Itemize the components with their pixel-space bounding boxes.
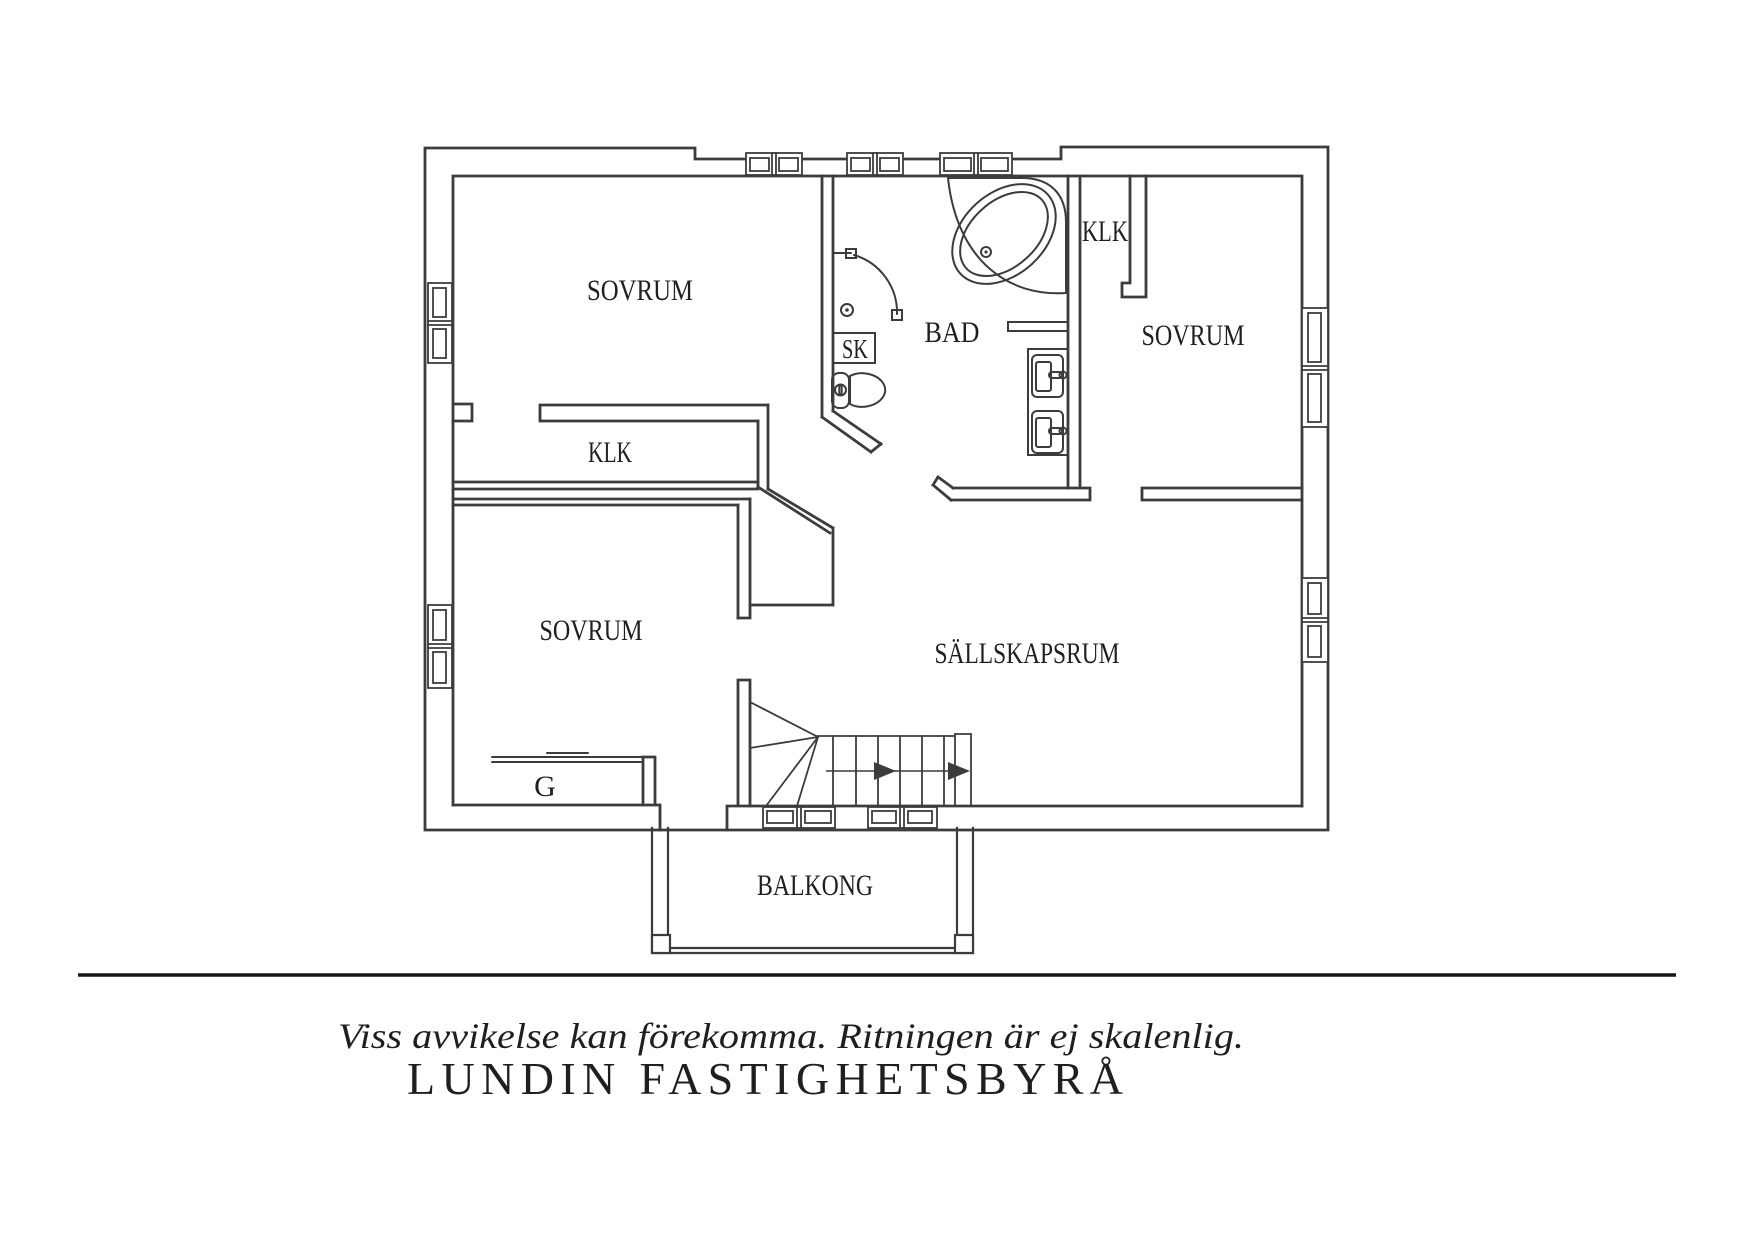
sink-vanity bbox=[1027, 348, 1069, 456]
window bbox=[939, 152, 1013, 176]
interior-walls bbox=[451, 174, 1304, 808]
bathtub bbox=[946, 177, 1067, 295]
shower bbox=[832, 248, 903, 321]
room-label-sallskapsrum: SÄLLSKAPSRUM bbox=[935, 637, 1120, 670]
stair-direction-arrow bbox=[948, 762, 970, 780]
window bbox=[846, 152, 904, 176]
wardrobe-rail bbox=[491, 752, 657, 807]
room-label-sovrum-e: SOVRUM bbox=[1142, 319, 1245, 352]
towel-rail bbox=[1007, 321, 1069, 332]
window bbox=[427, 604, 453, 689]
room-label-balkong: BALKONG bbox=[757, 869, 873, 902]
room-label-garderob: G bbox=[534, 770, 556, 803]
balcony-door-window bbox=[867, 806, 938, 829]
cleaning-closet bbox=[832, 332, 876, 364]
window bbox=[745, 152, 803, 176]
window bbox=[427, 282, 453, 364]
room-labels: SOVRUM KLK SOVRUM BAD SK KLK SOVRUM G SÄ… bbox=[534, 215, 1244, 902]
window bbox=[1301, 307, 1329, 428]
footer-brand: LUNDIN FASTIGHETSBYRÅ bbox=[407, 1053, 1123, 1104]
room-label-sk: SK bbox=[842, 334, 868, 364]
staircase bbox=[748, 700, 972, 808]
footer: Viss avvikelse kan förekomma. Ritningen … bbox=[78, 973, 1676, 1104]
stair-direction-arrow bbox=[874, 762, 896, 780]
window bbox=[1301, 577, 1329, 663]
balcony-door-window bbox=[762, 806, 836, 829]
windows bbox=[427, 152, 1329, 829]
toilet bbox=[831, 372, 887, 409]
room-label-klk-w: KLK bbox=[588, 436, 632, 469]
room-label-bad: BAD bbox=[925, 316, 980, 349]
room-label-sovrum-sw: SOVRUM bbox=[540, 614, 643, 647]
balcony-railing bbox=[650, 826, 975, 955]
footer-disclaimer: Viss avvikelse kan förekomma. Ritningen … bbox=[338, 1016, 1244, 1056]
room-label-sovrum-nw: SOVRUM bbox=[587, 274, 693, 307]
room-label-klk-ne: KLK bbox=[1082, 215, 1128, 248]
